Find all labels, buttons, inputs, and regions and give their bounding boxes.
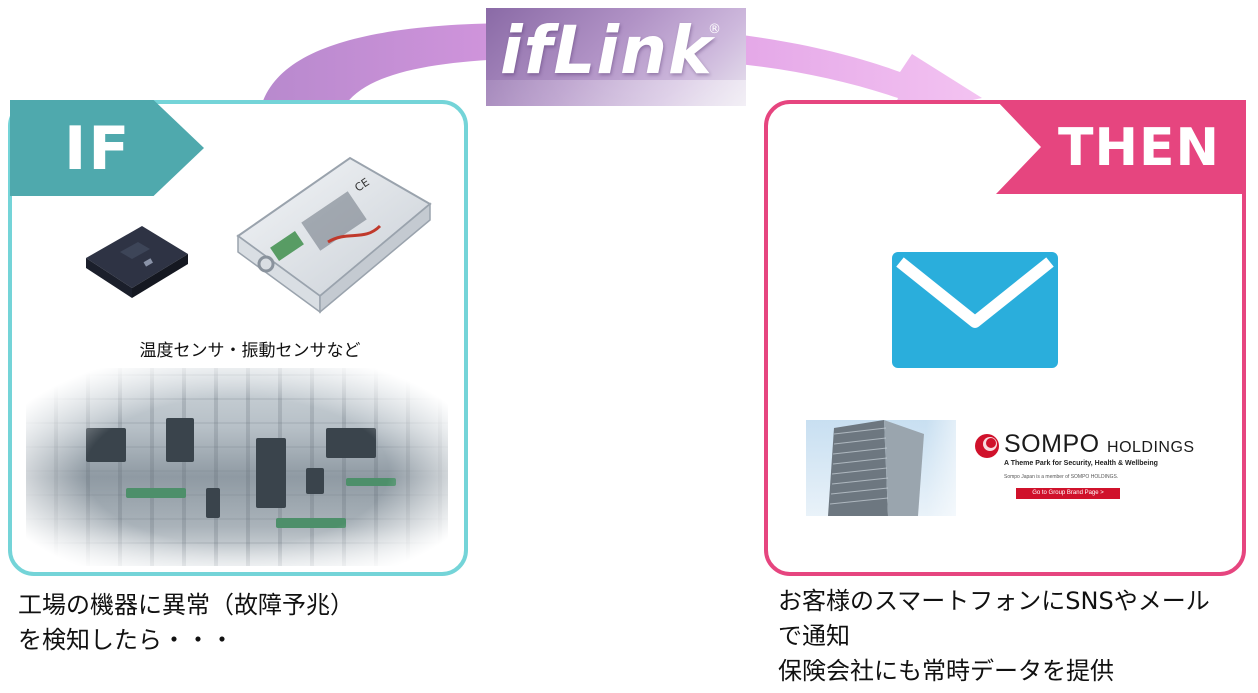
then-caption-line-2: で通知 (778, 622, 850, 650)
mail-icon (892, 252, 1058, 368)
factory-photo (26, 368, 448, 566)
iflink-logo: ifLink ® (486, 8, 746, 106)
then-tag-label: THEN (1058, 118, 1221, 178)
if-caption-line-2: を検知したら・・・ (18, 626, 234, 654)
iflink-logo-text: ifLink (500, 12, 713, 89)
sompo-brand-name: SOMPO HOLDINGS (1004, 430, 1195, 459)
sompo-name-main: SOMPO (1004, 430, 1100, 458)
chip-sensor-icon (86, 226, 188, 298)
if-tag-label: IF (64, 114, 132, 184)
then-caption: お客様のスマートフォンにSNSやメール で通知 保険会社にも常時データを提供 (778, 584, 1256, 689)
sompo-tagline: A Theme Park for Security, Health & Well… (1004, 460, 1158, 467)
if-caption: 工場の機器に異常（故障予兆） を検知したら・・・ (18, 588, 458, 658)
group-brand-page-button[interactable]: Go to Group Brand Page > (1016, 488, 1120, 499)
vibration-sensor-device-icon: CE (236, 156, 432, 314)
sompo-member-note: Sompo Japan is a member of SOMPO HOLDING… (1004, 474, 1119, 480)
sensor-caption: 温度センサ・振動センサなど (139, 341, 361, 361)
then-caption-line-3: 保険会社にも常時データを提供 (778, 657, 1114, 685)
then-caption-line-1: お客様のスマートフォンにSNSやメール (778, 587, 1210, 615)
sompo-name-small: HOLDINGS (1107, 439, 1195, 456)
if-caption-line-1: 工場の機器に異常（故障予兆） (18, 591, 354, 619)
sompo-logo-icon (975, 434, 999, 458)
registered-mark: ® (708, 22, 721, 37)
sompo-banner (806, 420, 1226, 516)
